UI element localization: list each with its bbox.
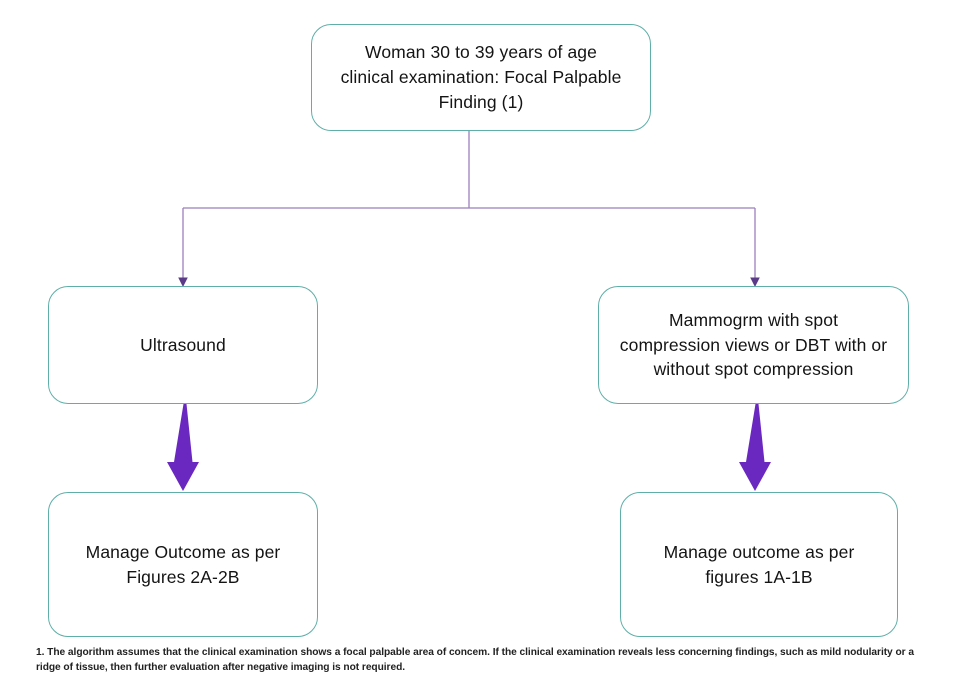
node-outcome-right-label: Manage outcome as per figures 1A-1B xyxy=(663,541,855,587)
node-outcome-left-label: Manage Outcome as per Figures 2A-2B xyxy=(85,541,281,587)
node-mammogram[interactable]: Mammogrm with spot compression views or … xyxy=(598,286,909,404)
edge-root-to-branches xyxy=(178,131,760,287)
node-outcome-right[interactable]: Manage outcome as per figures 1A-1B xyxy=(620,492,898,637)
node-mammogram-label: Mammogrm with spot compression views or … xyxy=(619,309,888,380)
edge-mammogram-to-outcome-right xyxy=(739,404,771,491)
node-ultrasound[interactable]: Ultrasound xyxy=(48,286,318,404)
node-root-label: Woman 30 to 39 years of age clinical exa… xyxy=(340,42,622,112)
node-outcome-left[interactable]: Manage Outcome as per Figures 2A-2B xyxy=(48,492,318,637)
edge-ultrasound-to-outcome-left xyxy=(167,404,199,491)
node-ultrasound-label: Ultrasound xyxy=(140,334,226,355)
node-root[interactable]: Woman 30 to 39 years of age clinical exa… xyxy=(311,24,651,131)
footnote-text: 1. The algorithm assumes that the clinic… xyxy=(36,647,914,673)
